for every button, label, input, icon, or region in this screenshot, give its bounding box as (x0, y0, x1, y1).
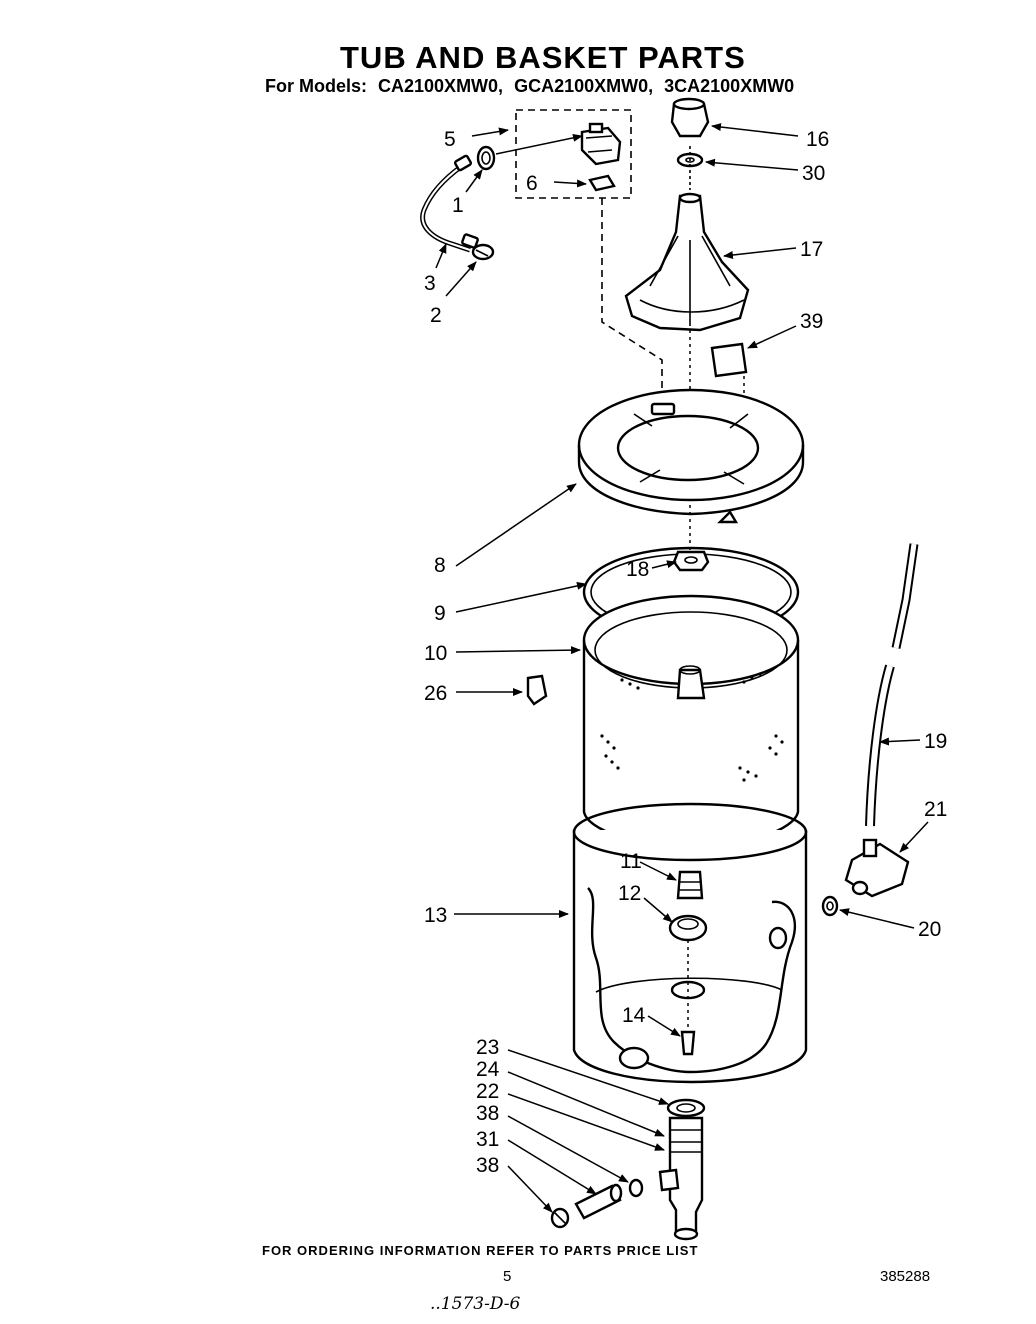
page-title: TUB AND BASKET PARTS (340, 40, 746, 75)
hose-washer (476, 145, 496, 171)
kit-outline (515, 109, 632, 199)
callout-8: 8 (434, 554, 446, 577)
connector-hose (574, 1183, 623, 1220)
models-prefix: For Models: (265, 76, 367, 96)
tub-cover-clip (710, 342, 748, 414)
callout-38-lower: 38 (476, 1154, 499, 1177)
callout-38: 38 (476, 1102, 499, 1125)
model-number: CA2100XMW0, (378, 76, 504, 96)
assembly-guide-line (601, 198, 663, 392)
wash-basket (582, 594, 800, 848)
callout-2: 2 (430, 304, 442, 327)
callout-3: 3 (424, 272, 436, 295)
model-number: GCA2100XMW0, (514, 76, 654, 96)
dispenser-cap (588, 174, 616, 192)
basket-drive-nut (672, 550, 710, 572)
page-number: 5 (503, 1268, 512, 1285)
model-number: 3CA2100XMW0 (664, 76, 795, 96)
callout-22: 22 (476, 1080, 499, 1103)
water-valve (844, 838, 910, 898)
leader-lines (435, 123, 929, 1213)
callout-30: 30 (802, 162, 825, 185)
callout-5: 5 (444, 128, 456, 151)
callout-9: 9 (434, 602, 446, 625)
fill-hose-assembly (420, 154, 479, 253)
callout-11: 11 (620, 850, 642, 873)
model-list: For Models: CA2100XMW0, GCA2100XMW0, 3CA… (265, 76, 800, 97)
callout-26: 26 (424, 682, 447, 705)
outer-tub (572, 802, 808, 1084)
tub-seal (668, 914, 708, 942)
callout-13: 13 (424, 904, 447, 927)
agitator (624, 192, 750, 560)
drain-stud (680, 940, 696, 1056)
cap-washer (676, 146, 704, 190)
hose-clamp (471, 243, 495, 261)
callout-31: 31 (476, 1128, 499, 1151)
callout-16: 16 (806, 128, 829, 151)
callout-18: 18 (626, 558, 649, 581)
callout-12: 12 (618, 882, 641, 905)
drive-bearing (676, 870, 704, 900)
ordering-note: FOR ORDERING INFORMATION REFER TO PARTS … (262, 1243, 699, 1258)
valve-grommet (821, 895, 839, 917)
callout-39: 39 (800, 310, 823, 333)
callout-17: 17 (800, 238, 823, 261)
document-number: 385288 (880, 1268, 931, 1285)
pump-housing (658, 1116, 704, 1241)
callout-21: 21 (924, 798, 947, 821)
callout-23: 23 (476, 1036, 499, 1059)
callout-20: 20 (918, 918, 941, 941)
basket-clip (526, 674, 548, 706)
agitator-cap (670, 97, 710, 138)
callout-14: 14 (622, 1004, 646, 1027)
callout-19: 19 (924, 730, 947, 753)
dispenser-valve (580, 122, 622, 166)
callout-numbers: 5 1 6 3 2 16 30 17 39 8 18 9 10 26 19 21… (424, 128, 947, 1177)
tub-cover (577, 388, 805, 524)
pump-seal (666, 1098, 706, 1118)
clamp-lower (550, 1207, 570, 1229)
callout-24: 24 (476, 1058, 500, 1081)
callout-6: 6 (526, 172, 538, 195)
handwritten-code: ..1573-D-6 (430, 1294, 521, 1314)
callout-10: 10 (424, 642, 447, 665)
drain-hose (865, 543, 919, 827)
callout-1: 1 (452, 194, 464, 217)
basket-perforations (600, 672, 784, 782)
clamp-upper (628, 1178, 644, 1198)
